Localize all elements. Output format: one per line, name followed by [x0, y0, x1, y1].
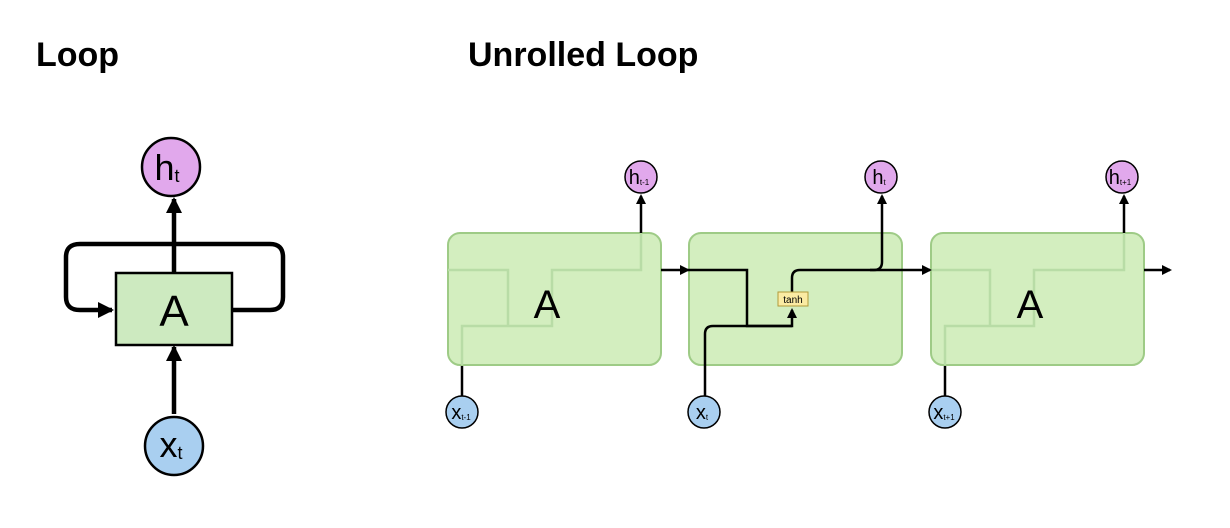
- unrolled-output-2-main: h: [872, 167, 883, 189]
- unrolled-output-label-1: ht-1: [629, 167, 650, 189]
- unrolled-output-node-2: [864, 160, 898, 194]
- loop-output-sub: t: [175, 166, 180, 186]
- unrolled-cell-1-faint-path: [448, 233, 643, 365]
- loop-cell-box: [114, 271, 234, 347]
- loop-output-main: h: [154, 147, 174, 188]
- unrolled-output-node-1: [624, 160, 658, 194]
- loop-cell-label: A: [159, 287, 189, 336]
- unrolled-cell-2-output-path: [790, 194, 887, 292]
- unrolled-cell-3-box: [930, 232, 1145, 366]
- loop-output-node: [140, 136, 202, 198]
- unrolled-input-2-main: x: [696, 402, 706, 424]
- unrolled-output-1-main: h: [629, 167, 640, 189]
- unrolled-input-3-main: x: [933, 402, 943, 424]
- loop-input-label: xt: [159, 424, 182, 465]
- unrolled-input-2-sub: t: [706, 413, 709, 422]
- unrolled-input-label-1: xt-1: [451, 402, 471, 424]
- tanh-gate: [777, 291, 809, 307]
- unrolled-input-node-1: [445, 395, 479, 429]
- unrolled-input-node-2: [687, 395, 721, 429]
- loop-diagram: A ht xt: [63, 136, 286, 477]
- unrolled-input-node-3: [928, 395, 962, 429]
- unrolled-input-label-2: xt: [696, 402, 709, 424]
- unrolled-output-label-2: ht: [872, 167, 886, 189]
- unrolled-output-label-3: ht+1: [1109, 167, 1132, 189]
- unrolled-input-1-sub: t-1: [461, 413, 471, 422]
- unrolled-input-1-main: x: [451, 402, 461, 424]
- unrolled-output-1-sub: t-1: [640, 178, 650, 187]
- unrolled-output-3-main: h: [1109, 167, 1120, 189]
- loop-input-sub: t: [177, 443, 182, 463]
- unrolled-loop-title: Unrolled Loop: [468, 36, 699, 74]
- unrolled-cell-3-label: A: [1017, 283, 1044, 327]
- unrolled-cell-2-input-path: [703, 308, 797, 399]
- tanh-gate-label: tanh: [783, 295, 802, 306]
- unrolled-input-label-3: xt+1: [933, 402, 955, 424]
- unrolled-cell-3-faint-path: [931, 233, 1126, 365]
- loop-input-node: [143, 415, 205, 477]
- unrolled-input-3-sub: t+1: [943, 413, 955, 422]
- unrolled-cell-1-label: A: [534, 283, 561, 327]
- unrolled-output-3-sub: t+1: [1120, 178, 1132, 187]
- unrolled-output-node-3: [1105, 160, 1139, 194]
- unrolled-diagram: A A tanh ht-1 ht ht+1: [445, 160, 1172, 429]
- loop-title: Loop: [36, 36, 120, 74]
- loop-input-main: x: [159, 424, 177, 465]
- unrolled-output-2-sub: t: [883, 178, 886, 187]
- loop-output-label: ht: [154, 147, 179, 188]
- unrolled-cell-1-box: [447, 232, 662, 366]
